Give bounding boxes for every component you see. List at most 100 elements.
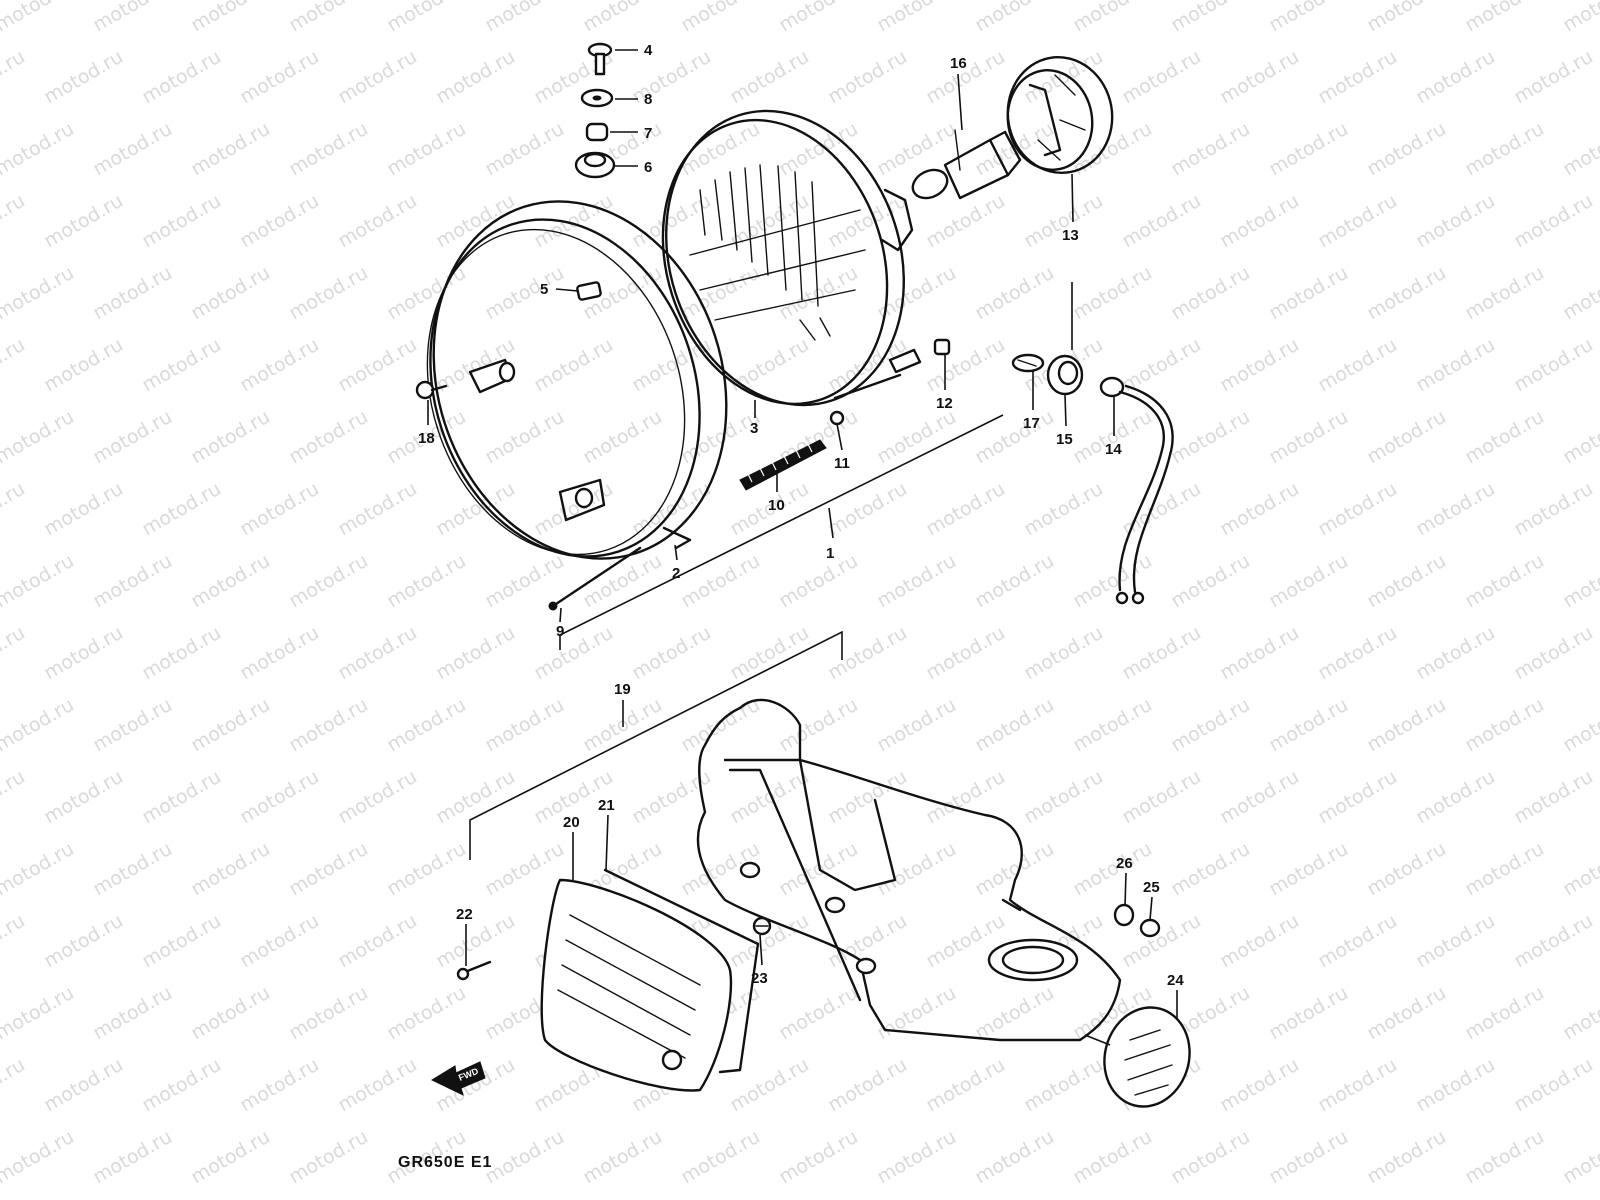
watermark-text: motod.ru — [481, 406, 567, 469]
callout-1: 1 — [826, 545, 834, 562]
watermark-text: motod.ru — [0, 1126, 78, 1189]
watermark-text: motod.ru — [579, 0, 665, 36]
watermark-text: motod.ru — [1118, 190, 1204, 253]
watermark-text: motod.ru — [285, 262, 371, 325]
watermark-text: motod.ru — [0, 0, 78, 36]
watermark-text: motod.ru — [775, 550, 861, 613]
watermark-text: motod.ru — [628, 334, 714, 397]
watermark-text: motod.ru — [677, 1126, 763, 1189]
watermark-text: motod.ru — [0, 550, 78, 613]
watermark-text: motod.ru — [40, 334, 126, 397]
watermark-text: motod.ru — [432, 46, 518, 109]
watermark-text: motod.ru — [1412, 910, 1498, 973]
watermark-text: motod.ru — [0, 190, 29, 253]
callout-26: 26 — [1116, 855, 1133, 872]
watermark-text: motod.ru — [873, 406, 959, 469]
callout-leaders — [427, 49, 1178, 1020]
watermark-text: motod.ru — [1412, 190, 1498, 253]
watermark-text: motod.ru — [1020, 1054, 1106, 1117]
watermark-text: motod.ru — [236, 910, 322, 973]
watermark-text: motod.ru — [628, 46, 714, 109]
watermark-text: motod.ru — [1559, 550, 1600, 613]
meter-panel — [540, 878, 733, 1092]
watermark-text: motod.ru — [677, 550, 763, 613]
watermark-text: motod.ru — [1412, 478, 1498, 541]
watermark-text: motod.ru — [922, 478, 1008, 541]
watermark-text: motod.ru — [383, 694, 469, 757]
watermark-text: motod.ru — [530, 622, 616, 685]
watermark-text: motod.ru — [1461, 406, 1547, 469]
watermark-text: motod.ru — [1216, 1054, 1302, 1117]
watermark-text: motod.ru — [1069, 262, 1155, 325]
watermark-text: motod.ru — [1314, 478, 1400, 541]
watermark-text: motod.ru — [236, 622, 322, 685]
watermark-text: motod.ru — [138, 46, 224, 109]
watermark-text: motod.ru — [1510, 190, 1596, 253]
cushion-nut — [1139, 918, 1161, 938]
watermark-text: motod.ru — [971, 694, 1057, 757]
watermark-text: motod.ru — [1461, 694, 1547, 757]
watermark-text: motod.ru — [775, 262, 861, 325]
callout-20: 20 — [563, 814, 580, 831]
watermark-text: motod.ru — [628, 190, 714, 253]
watermark-text: motod.ru — [0, 838, 78, 901]
watermark-text: motod.ru — [236, 478, 322, 541]
watermark-text: motod.ru — [0, 118, 78, 181]
socket-cover — [1006, 55, 1114, 175]
watermark-text: motod.ru — [1069, 406, 1155, 469]
watermark-text: motod.ru — [1363, 118, 1449, 181]
watermark-text: motod.ru — [971, 550, 1057, 613]
forward-direction-arrow: FWD — [430, 1061, 486, 1096]
callout-25: 25 — [1143, 879, 1160, 896]
watermark-text: motod.ru — [187, 262, 273, 325]
watermark-text: motod.ru — [1314, 910, 1400, 973]
watermark-text: motod.ru — [1559, 118, 1600, 181]
watermark-text: motod.ru — [1216, 46, 1302, 109]
watermark-text: motod.ru — [1265, 406, 1351, 469]
watermark-text: motod.ru — [40, 46, 126, 109]
watermark-text: motod.ru — [89, 118, 175, 181]
watermark-text: motod.ru — [1314, 622, 1400, 685]
watermark-text: motod.ru — [1314, 766, 1400, 829]
watermark-text: motod.ru — [1265, 982, 1351, 1045]
watermark-text: motod.ru — [432, 622, 518, 685]
watermark-text: motod.ru — [1216, 622, 1302, 685]
watermark-text: motod.ru — [187, 406, 273, 469]
callout-14: 14 — [1105, 441, 1122, 458]
watermark-text: motod.ru — [138, 766, 224, 829]
watermark-text: motod.ru — [1020, 766, 1106, 829]
watermark-text: motod.ru — [971, 838, 1057, 901]
watermark-text: motod.ru — [1167, 406, 1253, 469]
watermark-text: motod.ru — [1412, 622, 1498, 685]
watermark-text: motod.ru — [334, 334, 420, 397]
watermark-text: motod.ru — [922, 1054, 1008, 1117]
headlight-cowl — [696, 698, 1122, 1042]
watermark-text: motod.ru — [138, 334, 224, 397]
watermark-text: motod.ru — [1461, 1126, 1547, 1189]
watermark-text: motod.ru — [775, 0, 861, 36]
watermark-text: motod.ru — [1069, 1126, 1155, 1189]
watermark-text: motod.ru — [579, 1126, 665, 1189]
watermark-text: motod.ru — [187, 982, 273, 1045]
watermark-text: motod.ru — [236, 334, 322, 397]
watermark-text: motod.ru — [677, 0, 763, 36]
watermark-text: motod.ru — [677, 406, 763, 469]
watermark-text: motod.ru — [1020, 46, 1106, 109]
watermark-text: motod.ru — [1461, 0, 1547, 36]
watermark-text: motod.ru — [89, 1126, 175, 1189]
watermark-text: motod.ru — [1069, 550, 1155, 613]
watermark-text: motod.ru — [530, 190, 616, 253]
watermark-text: motod.ru — [775, 1126, 861, 1189]
watermark-text: motod.ru — [138, 1054, 224, 1117]
watermark-text: motod.ru — [187, 118, 273, 181]
watermark-text: motod.ru — [285, 118, 371, 181]
watermark-text: motod.ru — [1510, 766, 1596, 829]
callout-18: 18 — [418, 430, 435, 447]
headlamp-rim — [415, 200, 728, 560]
watermark-text: motod.ru — [1020, 478, 1106, 541]
watermark-text: motod.ru — [1314, 46, 1400, 109]
watermark-text: motod.ru — [1510, 478, 1596, 541]
watermark-text: motod.ru — [1118, 622, 1204, 685]
watermark-text: motod.ru — [0, 262, 78, 325]
